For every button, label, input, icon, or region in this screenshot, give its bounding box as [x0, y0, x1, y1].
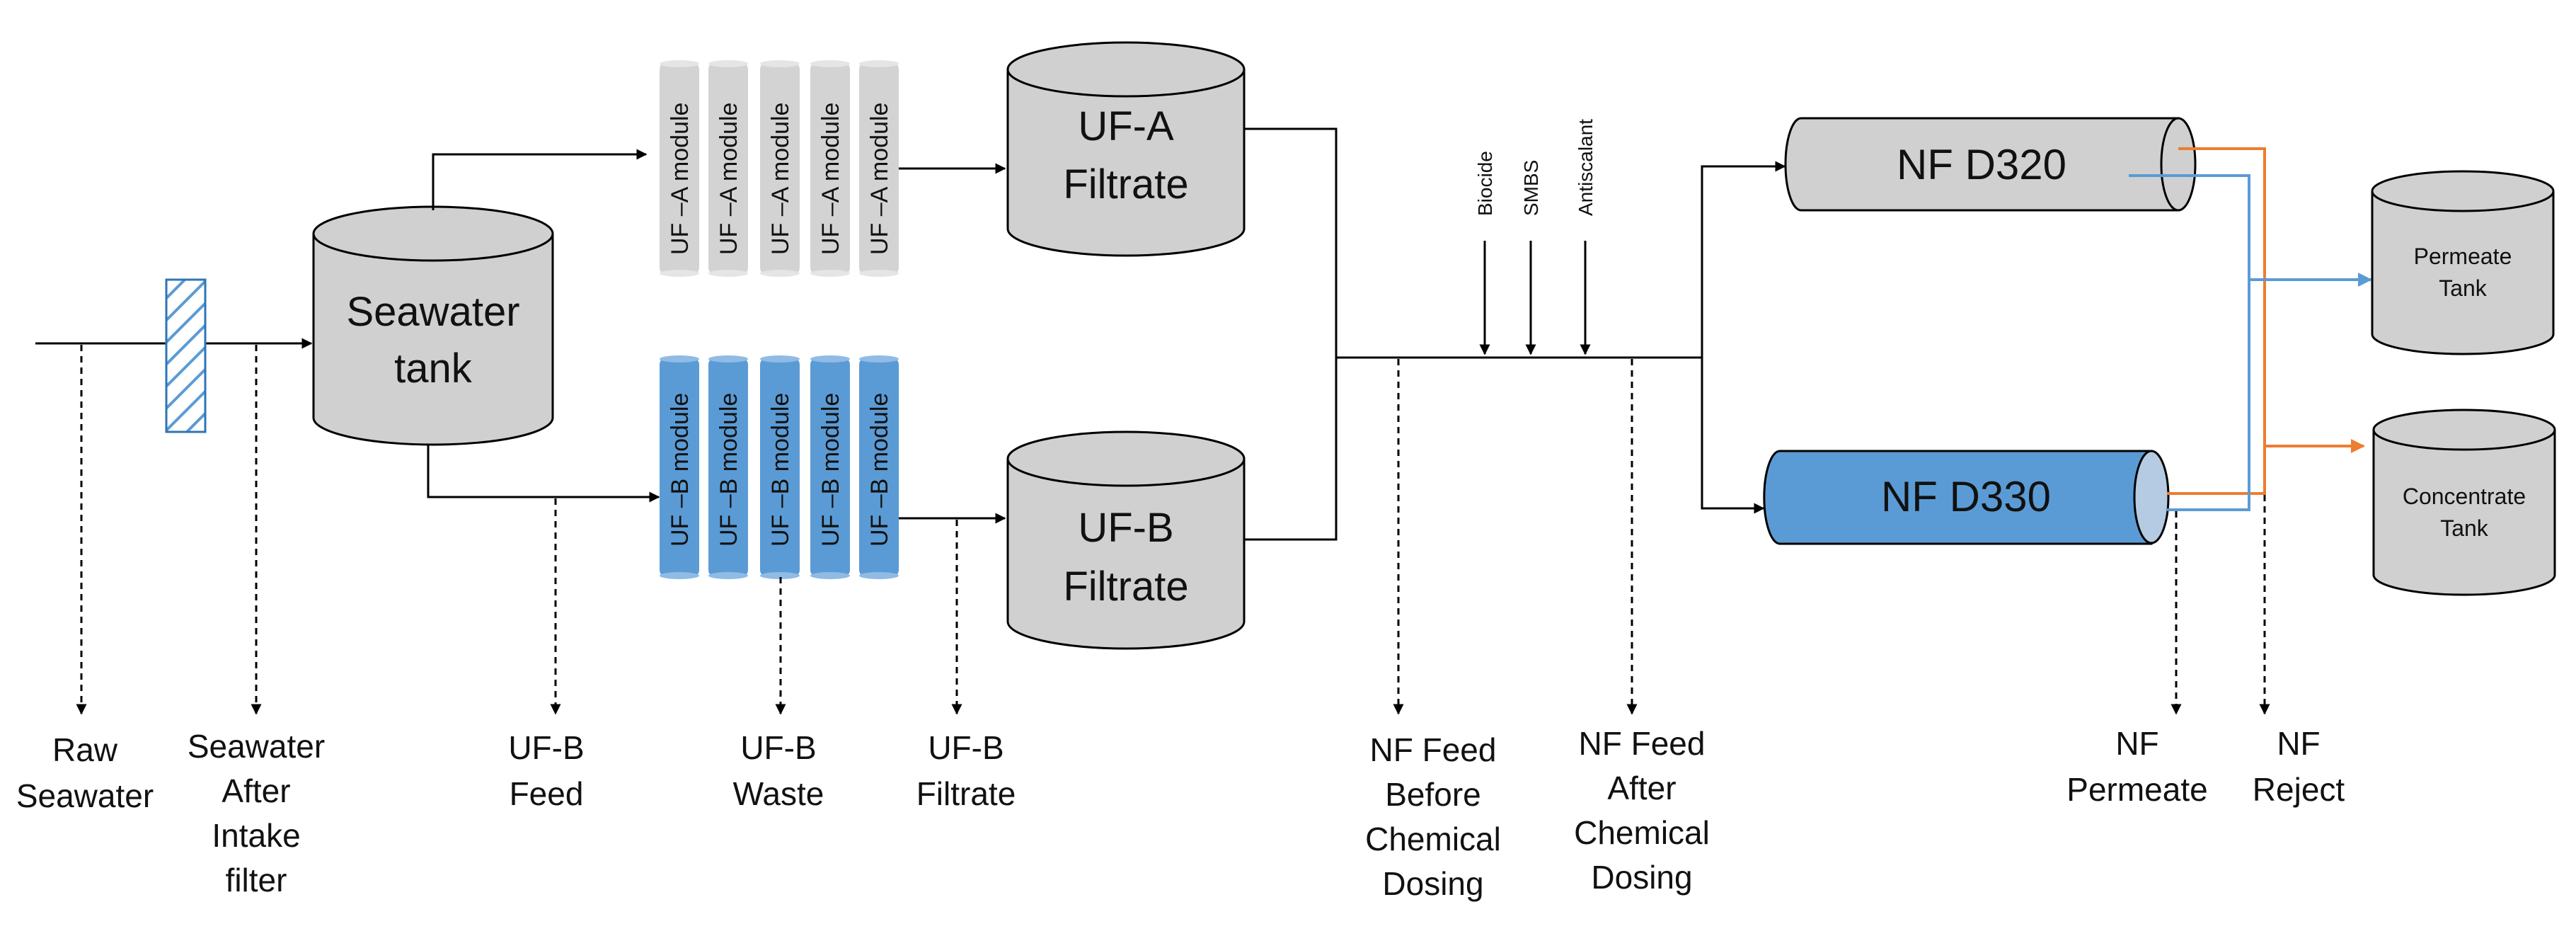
permeate-tank: Permeate Tank	[2371, 170, 2555, 355]
svg-text:Dosing: Dosing	[1591, 859, 1692, 896]
svg-text:NF: NF	[2115, 725, 2158, 762]
svg-text:Chemical: Chemical	[1365, 821, 1501, 857]
antiscalant-label: Antiscalant	[1575, 119, 1597, 216]
concentrate-tank-label-2: Tank	[2440, 515, 2489, 541]
uf-a-outlet-line	[1244, 127, 1338, 358]
sample-label-uf-b-waste: UF-B Waste	[733, 729, 824, 812]
uf-b-module: UF –B module	[708, 355, 748, 579]
sample-label-raw-seawater: Raw Seawater	[16, 731, 154, 814]
uf-b-module: UF –B module	[660, 355, 699, 579]
chemical-dosing: Biocide SMBS Antiscalant	[1474, 119, 1597, 355]
uf-a-filtrate-tank: UF-A Filtrate	[1006, 41, 1246, 257]
concentrate-tank: Concentrate Tank	[2372, 409, 2556, 596]
nf-d330-permeate-line	[2167, 273, 2372, 511]
svg-text:After: After	[222, 772, 290, 809]
nf-d320-label: NF D320	[1897, 141, 2066, 188]
svg-text:UF –B module: UF –B module	[715, 393, 742, 547]
uf-b-module: UF –B module	[810, 355, 850, 579]
svg-text:UF-B: UF-B	[508, 729, 584, 766]
smbs-label: SMBS	[1520, 160, 1542, 216]
uf-b-filtrate-label-1: UF-B	[1078, 505, 1173, 551]
uf-b-module: UF –B module	[859, 355, 899, 579]
svg-text:UF –A module: UF –A module	[767, 103, 794, 255]
svg-text:Seawater: Seawater	[16, 777, 154, 814]
svg-text:UF –B module: UF –B module	[866, 393, 893, 547]
svg-text:Filtrate: Filtrate	[916, 775, 1016, 812]
svg-text:NF Feed: NF Feed	[1579, 725, 1706, 762]
svg-text:Dosing: Dosing	[1382, 865, 1483, 902]
nf-d330-reject-line	[2167, 439, 2365, 495]
svg-text:Raw: Raw	[52, 731, 118, 768]
svg-text:Reject: Reject	[2253, 771, 2345, 808]
uf-b-filtrate-tank: UF-B Filtrate	[1006, 430, 1246, 650]
svg-text:Permeate: Permeate	[2066, 771, 2207, 808]
sample-label-nf-feed-after: NF Feed After Chemical Dosing	[1574, 725, 1710, 896]
uf-a-filtrate-label-1: UF-A	[1078, 103, 1174, 149]
seawater-tank-label-2: tank	[394, 346, 473, 392]
nf-d320-permeate-line	[2129, 174, 2250, 280]
uf-b-filtrate-label-2: Filtrate	[1063, 564, 1188, 610]
feed-line-uf-b	[427, 445, 660, 503]
svg-text:Feed: Feed	[510, 775, 584, 812]
feed-line-uf-a	[432, 149, 648, 210]
uf-a-module-bank: UF –A module UF –A module UF –A module U…	[660, 60, 899, 277]
nf-d320-vessel: NF D320	[1784, 117, 2197, 212]
svg-text:UF –A module: UF –A module	[866, 103, 893, 255]
svg-text:UF –A module: UF –A module	[715, 103, 742, 255]
sample-label-uf-b-filtrate: UF-B Filtrate	[916, 729, 1016, 812]
uf-a-filtrate-label-2: Filtrate	[1063, 161, 1188, 207]
svg-text:UF-B: UF-B	[740, 729, 816, 766]
uf-b-module: UF –B module	[760, 355, 800, 579]
sample-label-after-intake: Seawater After Intake filter	[188, 728, 325, 898]
svg-text:Waste: Waste	[733, 775, 824, 812]
uf-b-outlet-line	[1244, 327, 1338, 541]
svg-text:filter: filter	[226, 862, 287, 898]
uf-a-module: UF –A module	[859, 60, 899, 277]
svg-text:NF: NF	[2277, 725, 2320, 762]
uf-a-module: UF –A module	[660, 60, 699, 277]
sample-label-nf-reject: NF Reject	[2253, 725, 2345, 808]
svg-text:Intake: Intake	[212, 817, 300, 854]
svg-text:UF –B module: UF –B module	[767, 393, 794, 547]
uf-a-module: UF –A module	[708, 60, 748, 277]
nf-d320-reject-line	[2178, 147, 2266, 446]
nf-d330-label: NF D330	[1881, 473, 2051, 520]
permeate-tank-label-2: Tank	[2439, 275, 2488, 301]
svg-text:NF Feed: NF Feed	[1370, 731, 1497, 768]
concentrate-tank-label-1: Concentrate	[2403, 484, 2526, 509]
sample-label-nf-permeate: NF Permeate	[2066, 725, 2207, 808]
svg-text:Chemical: Chemical	[1574, 814, 1710, 851]
seawater-tank-label-1: Seawater	[346, 289, 519, 335]
intake-filter	[165, 278, 207, 433]
svg-text:UF –B module: UF –B module	[667, 393, 694, 547]
svg-text:UF –A module: UF –A module	[817, 103, 844, 255]
sample-label-uf-b-feed: UF-B Feed	[508, 729, 584, 812]
sample-label-nf-feed-before: NF Feed Before Chemical Dosing	[1365, 731, 1501, 902]
permeate-tank-label-1: Permeate	[2414, 244, 2512, 269]
svg-text:UF –A module: UF –A module	[667, 103, 694, 255]
nf-d320-feed-line	[1701, 161, 1786, 358]
svg-text:Before: Before	[1385, 776, 1481, 813]
uf-a-module: UF –A module	[810, 60, 850, 277]
nf-d330-vessel: NF D330	[1763, 450, 2170, 545]
svg-text:UF –B module: UF –B module	[817, 393, 844, 547]
svg-text:After: After	[1607, 770, 1676, 806]
uf-a-module: UF –A module	[760, 60, 800, 277]
seawater-tank: Seawater tank	[312, 205, 554, 446]
biocide-label: Biocide	[1474, 151, 1496, 216]
nf-d330-feed-line	[1701, 358, 1765, 514]
svg-text:Seawater: Seawater	[188, 728, 325, 765]
uf-b-module-bank: UF –B module UF –B module UF –B module U…	[660, 355, 899, 579]
svg-text:UF-B: UF-B	[928, 729, 1004, 766]
